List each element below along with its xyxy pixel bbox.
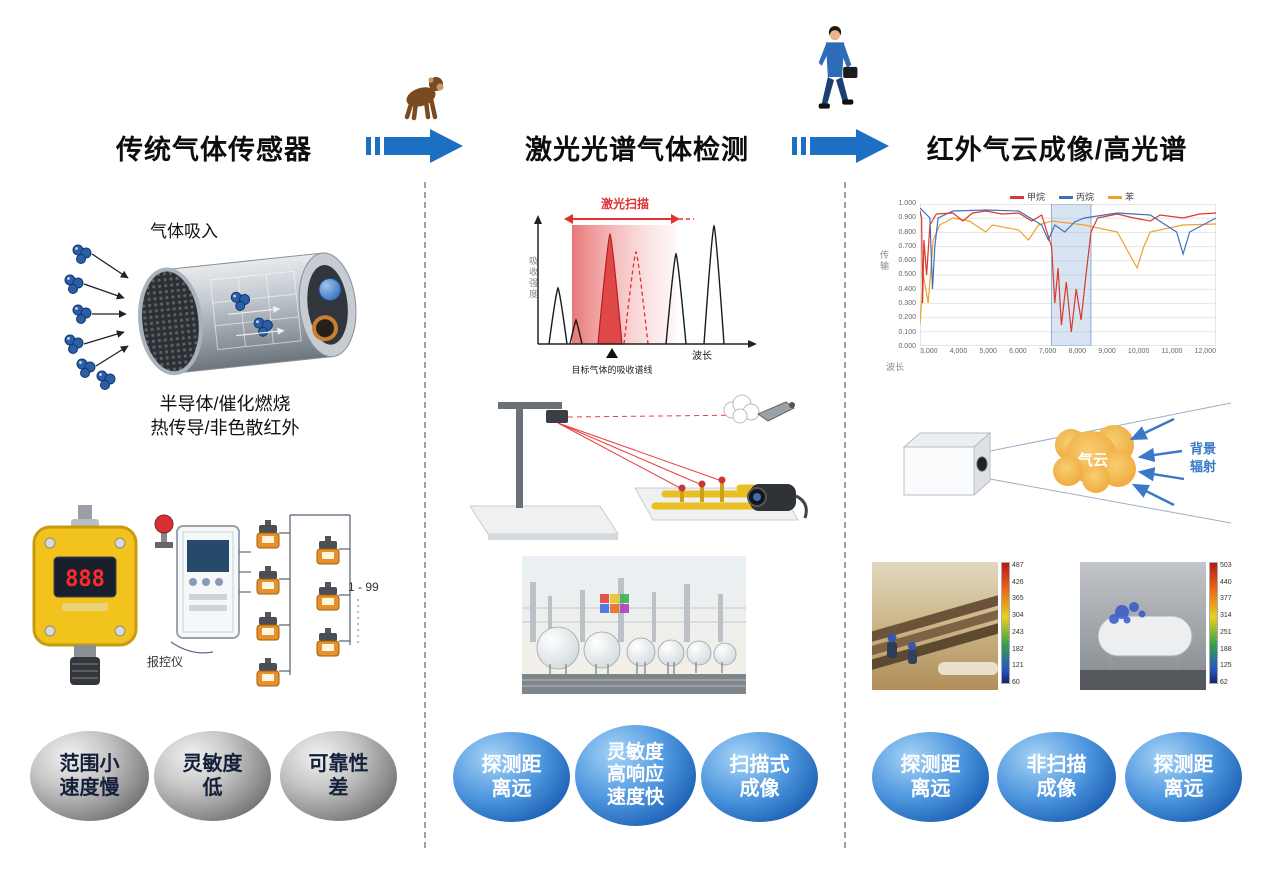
propane-curve	[920, 207, 1216, 290]
gas-inhale-label: 气体吸入	[150, 222, 218, 241]
drawback-badge: 范围小速度慢	[30, 731, 149, 821]
laser-unit	[546, 410, 568, 423]
target-peak	[597, 233, 623, 345]
absorbance-axis-label: 吸收强度	[528, 256, 538, 300]
column-divider	[424, 182, 426, 848]
advantage-badge: 探测距离远	[1125, 732, 1242, 822]
target-marker	[606, 348, 618, 358]
advantage-badge: 探测距离远	[453, 732, 570, 822]
advantage-badge: 扫描式成像	[701, 732, 818, 822]
radiation-arrows	[1129, 417, 1185, 507]
gas-leak-blobs	[1109, 602, 1146, 624]
transmission-axis-label: 传输	[879, 250, 889, 272]
traditional-sensor-illustration	[64, 244, 357, 390]
gas-cloud-label: 气云	[1077, 451, 1108, 469]
background-radiation-label: 背景	[1190, 441, 1216, 456]
sensor-cylinder	[138, 252, 357, 376]
drawback-badge: 可靠性差	[280, 731, 397, 821]
fixed-gas-detector: 888	[32, 505, 138, 685]
gas-cloud-imaging-diagram: 气云 背景 辐射	[902, 402, 1232, 524]
foreground-pipe	[938, 662, 998, 675]
wiring	[279, 514, 351, 675]
column-title-infrared: 红外气云成像/高光谱	[926, 135, 1188, 165]
thermal-scene	[1080, 562, 1206, 690]
worker-figures	[887, 633, 917, 664]
wavelength-label: 波长	[692, 349, 712, 362]
wavelength-axis-label: 波长	[886, 362, 905, 372]
lens	[976, 456, 988, 472]
column-title-traditional: 传统气体传感器	[116, 135, 312, 165]
laser-beams	[557, 414, 751, 490]
chart-legend: 甲烷 丙烷 苯	[1010, 190, 1134, 203]
airborne-detector	[756, 401, 795, 422]
photo-watermark	[600, 594, 629, 613]
background-radiation-label: 辐射	[1190, 459, 1216, 474]
flow-arrows	[83, 253, 129, 367]
legend-item: 甲烷	[1010, 190, 1045, 203]
chart-caption: 目标气体的吸收谱线	[571, 364, 652, 375]
thermal-scene	[872, 562, 998, 690]
methane-curve	[920, 210, 1216, 333]
thermal-scale-bar	[1001, 562, 1010, 684]
imager-box	[902, 431, 992, 497]
sensor-type-text: 半导体/催化燃烧 热传导/非色散红外	[150, 394, 300, 439]
storage-tank	[1097, 615, 1193, 657]
advantage-badge: 灵敏度高响应速度快	[575, 725, 696, 826]
drawback-badge: 灵敏度低	[154, 731, 271, 821]
column-divider	[844, 182, 846, 848]
refinery-photo	[522, 556, 746, 694]
gas-plume	[723, 394, 760, 424]
legend-item: 丙烷	[1059, 190, 1094, 203]
thermal-scale-bar	[1209, 562, 1218, 684]
plot-area	[920, 204, 1216, 346]
gas-cloud	[1053, 425, 1136, 493]
column-title-laser: 激光光谱气体检测	[525, 135, 749, 165]
spherical-tanks	[536, 626, 737, 670]
benzene-curve	[920, 217, 1216, 326]
network-range-label: 1 - 99	[348, 580, 379, 594]
monkey-icon	[404, 77, 444, 121]
arrow-right-icon	[792, 129, 889, 163]
handheld-imager	[747, 484, 808, 519]
legend-item: 苯	[1108, 190, 1134, 203]
advantage-badge: 探测距离远	[872, 732, 989, 822]
laser-scan-label: 激光扫描	[601, 196, 649, 211]
pole	[516, 404, 523, 508]
sensor-mesh-face	[138, 267, 203, 376]
controller-screen	[187, 540, 229, 572]
absorption-spectrum-chart: 激光扫描 目标气体的吸收谱线 波长	[534, 196, 757, 375]
catalytic-ring	[312, 315, 339, 342]
absorption-peaks	[548, 224, 725, 345]
gas-molecules	[64, 244, 116, 390]
walking-man-icon	[818, 26, 858, 109]
axes	[537, 222, 750, 345]
scanned-peak-dashed	[623, 251, 649, 345]
laser-scanning-scene	[469, 394, 808, 540]
detector-network: 1 - 99	[256, 514, 379, 687]
scan-band	[572, 225, 676, 344]
alarm-beacon	[154, 514, 174, 534]
alarm-controller: 报控仪	[147, 514, 251, 669]
led-display	[53, 556, 117, 598]
controller-label: 报控仪	[147, 654, 183, 669]
arrow-right-icon	[366, 129, 463, 163]
pipes	[872, 594, 998, 671]
advantage-badge: 非扫描成像	[997, 732, 1116, 822]
display-value: 888	[65, 567, 105, 592]
